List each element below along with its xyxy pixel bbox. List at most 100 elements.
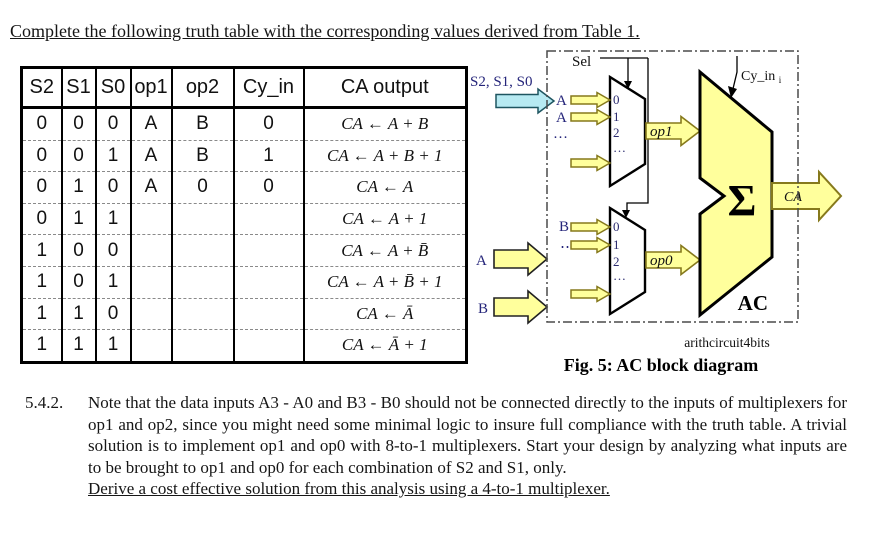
ca-output-cell: CA ← A + 1 (302, 202, 468, 235)
value-cell: 1 (94, 202, 132, 235)
value-cell: 1 (20, 234, 63, 267)
carry-in-arrowhead (728, 86, 737, 98)
value-cell: 0 (60, 265, 97, 299)
value-cell: 0 (60, 107, 97, 141)
op0-arrow (645, 243, 702, 277)
column-header: S1 (60, 66, 97, 109)
ca-output-cell: CA ← A + B̄ + 1 (302, 265, 468, 299)
value-cell (232, 234, 305, 267)
ca-output-cell: CA ← A + B + 1 (302, 139, 468, 172)
value-cell: 0 (94, 297, 132, 330)
mux1-input-more: … (553, 126, 568, 142)
value-cell (170, 329, 235, 363)
value-cell: 0 (60, 234, 97, 267)
mux0-port-more: … (613, 268, 626, 283)
mux1-port-2: 2 (613, 125, 620, 140)
value-cell: 0 (94, 234, 132, 267)
column-header: Cy_in (232, 66, 305, 109)
ac-boundary-box (546, 50, 799, 323)
column-header: op2 (170, 66, 235, 109)
select-bus-label: S2, S1, S0 (470, 74, 533, 90)
value-cell: B (170, 139, 235, 172)
value-cell (170, 202, 235, 235)
ac-block-diagram: 0 1 2 … 0 1 2 … op1 op0 (470, 50, 843, 375)
mux1-shape (608, 74, 647, 189)
column-header: op1 (129, 66, 173, 109)
adder-shape (698, 68, 774, 319)
value-cell: 0 (94, 107, 132, 141)
column-header: CA output (302, 66, 468, 109)
value-cell: 1 (60, 297, 97, 330)
value-cell: 1 (60, 171, 97, 204)
value-cell: 0 (232, 171, 305, 204)
carry-in-label: Cy_in i (741, 69, 782, 85)
mux0-port-2: 2 (613, 254, 620, 269)
value-cell (170, 265, 235, 299)
value-cell: 1 (94, 329, 132, 363)
value-cell: 0 (20, 202, 63, 235)
value-cell: 1 (60, 329, 97, 363)
mux1-port-1: 1 (613, 109, 620, 124)
mux1-input-labels: A A … (553, 93, 568, 142)
mux0-port-1: 1 (613, 237, 620, 252)
column-header: S0 (94, 66, 132, 109)
intro-line: Complete the following truth table with … (10, 21, 640, 41)
mux1-input-a1: A (556, 93, 567, 109)
value-cell (129, 265, 173, 299)
value-cell: 0 (20, 107, 63, 141)
mux1-port-more: … (613, 140, 626, 155)
mux1-input-a2: A (556, 110, 567, 126)
value-cell (232, 265, 305, 299)
value-cell: A (129, 139, 173, 172)
value-cell: 0 (232, 107, 305, 141)
input-a-label: A (476, 253, 487, 269)
diagram-subcaption: arithcircuit4bits (684, 335, 769, 350)
carry-in-text: Cy_in (741, 69, 775, 84)
value-cell: 1 (94, 139, 132, 172)
section-number: 5.4.2. (25, 393, 64, 412)
mux0-input-arrows (570, 218, 612, 303)
value-cell: B (170, 107, 235, 141)
value-cell (232, 329, 305, 363)
section-body-text: Note that the data inputs A3 - A0 and B3… (88, 393, 847, 477)
sel-label: Sel (572, 54, 591, 70)
mux0-port-0: 0 (613, 219, 620, 234)
value-cell: 1 (232, 139, 305, 172)
ca-output-cell: CA ← A (302, 171, 468, 204)
adder-sigma: Σ (728, 176, 757, 225)
adder-block-label: AC (738, 291, 768, 315)
section-underlined-sentence: Derive a cost effective solution from th… (88, 479, 610, 498)
value-cell: 1 (20, 265, 63, 299)
mux0-input-more: ‥ (560, 236, 570, 252)
op0-label: op0 (650, 253, 673, 269)
mux0-shape (608, 205, 647, 317)
input-a-arrow (493, 241, 549, 277)
carry-in-subscript: i (779, 75, 782, 85)
select-arrowhead-mux0 (622, 210, 630, 218)
ca-output-cell: CA ← Ā (302, 297, 468, 330)
figure-caption: Fig. 5: AC block diagram (564, 355, 759, 375)
section-body: Note that the data inputs A3 - A0 and B3… (88, 392, 847, 500)
section-5-4-2: 5.4.2. Note that the data inputs A3 - A0… (25, 392, 847, 500)
value-cell (129, 329, 173, 363)
ca-output-label: CA (784, 190, 802, 205)
mux1-port-0: 0 (613, 92, 620, 107)
op1-arrow (645, 114, 702, 148)
value-cell: 1 (60, 202, 97, 235)
value-cell (129, 202, 173, 235)
mux0-input-labels: B ‥ (559, 219, 570, 252)
value-cell (170, 234, 235, 267)
value-cell: 0 (170, 171, 235, 204)
ca-output-cell: CA ← Ā + 1 (302, 329, 468, 363)
value-cell: A (129, 107, 173, 141)
input-b-label: B (478, 301, 488, 317)
